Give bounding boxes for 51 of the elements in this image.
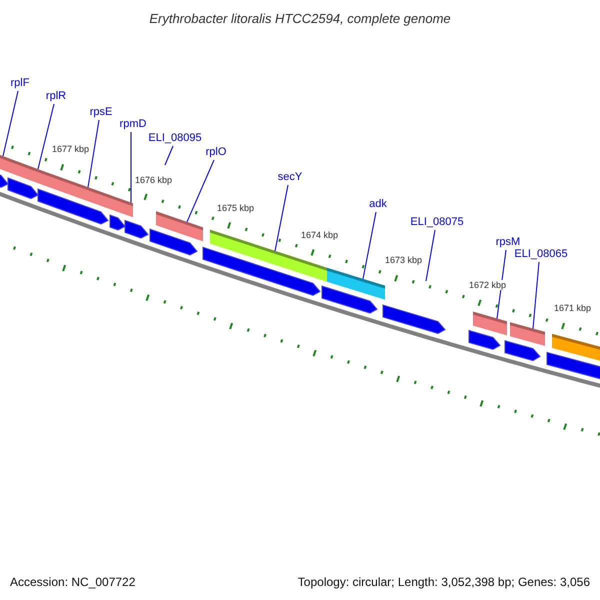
cds-feature (382, 304, 446, 334)
position-label: 1675 kbp (217, 203, 254, 213)
position-label: 1677 kbp (52, 144, 90, 154)
cds-feature (8, 177, 39, 200)
gene-bar (44, 171, 117, 212)
gene-bar (156, 211, 203, 242)
cds-feature (110, 214, 126, 230)
position-label: 1674 kbp (301, 230, 338, 240)
gene-label: ELI_08095 (148, 132, 202, 144)
cds-feature (546, 352, 600, 380)
position-label: 1673 kbp (385, 255, 422, 265)
leader-line (186, 160, 214, 222)
gene-label: rplF (10, 77, 30, 89)
gene-label: ELI_08065 (514, 248, 568, 260)
gene-bar (117, 198, 133, 218)
gene-label: rpsM (496, 236, 520, 248)
cds-feature (202, 246, 321, 296)
gene-label: rpsE (90, 106, 112, 118)
leader-line (88, 120, 100, 188)
cds-feature (322, 285, 378, 314)
gene-label: rpmD (120, 118, 146, 130)
cds-feature (504, 340, 541, 362)
leader-line (532, 262, 540, 330)
accession-text: Accession: NC_007722 (10, 574, 136, 591)
position-label: 1672 kbp (469, 280, 506, 290)
gene-bar (552, 334, 600, 361)
gene-bar (327, 268, 385, 300)
gene-bar (17, 161, 44, 186)
leader-line (130, 132, 132, 204)
gene-bar (473, 312, 507, 336)
leader-line (2, 90, 18, 157)
gene-label: rplR (46, 90, 66, 102)
leader-line (496, 250, 506, 320)
position-label: 1676 kbp (135, 175, 172, 185)
gene-label: ELI_08075 (410, 216, 464, 228)
cds-feature (38, 188, 109, 224)
leader-line (164, 146, 174, 166)
gene-bar (510, 322, 545, 346)
gene-label: rplO (206, 146, 226, 158)
position-label: 1671 kbp (554, 303, 592, 313)
genome-info-text: Topology: circular; Length: 3,052,398 bp; Genes: 3,056 (298, 574, 590, 591)
leader-line (362, 212, 376, 280)
leader-line (426, 230, 436, 282)
cds-feature (150, 228, 198, 256)
gene-label: secY (278, 171, 302, 183)
leader-line (274, 184, 288, 252)
gene-bar (0, 153, 17, 176)
cds-feature (468, 330, 501, 350)
gene-label: adk (369, 198, 387, 210)
title: Erythrobacter litoralis HTCC2594, complete genome (148, 10, 452, 28)
cds-feature (124, 220, 149, 239)
